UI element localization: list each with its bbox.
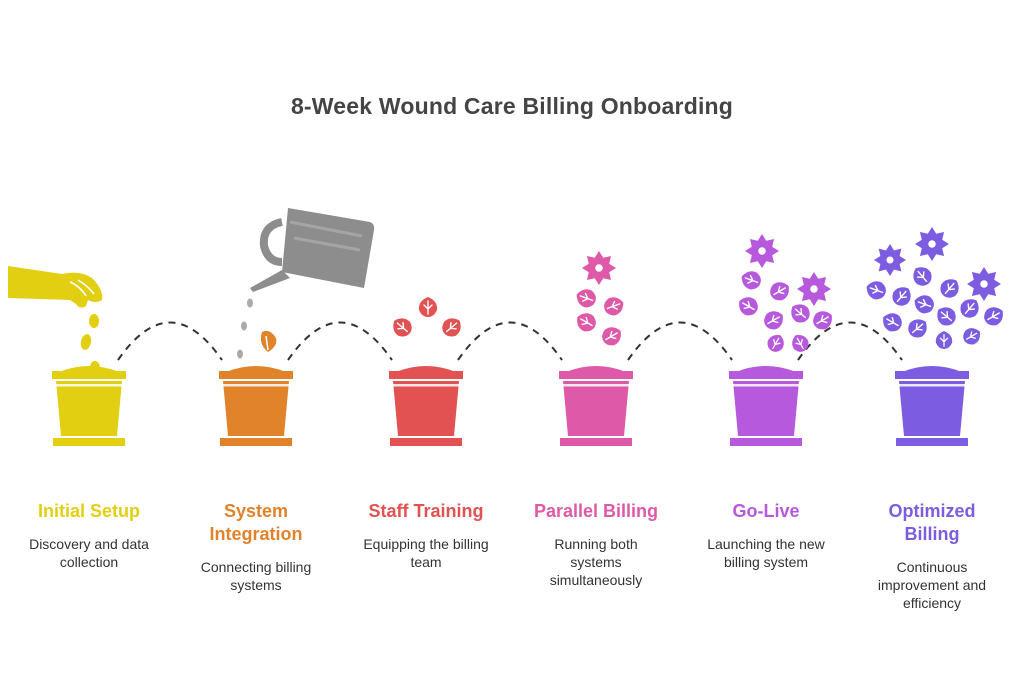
- stage-description: Connecting billing systems: [200, 559, 312, 593]
- stage-description: Running both systems simultaneously: [549, 536, 643, 588]
- connector-arcs: [117, 321, 903, 361]
- leaf: [602, 327, 621, 346]
- budding-plant-icon: [576, 251, 624, 346]
- leaf: [960, 299, 979, 318]
- flower: [582, 251, 616, 285]
- watering-can-icon: [250, 208, 375, 292]
- pots-group: [52, 366, 969, 446]
- leaf: [940, 279, 959, 298]
- leaf: [739, 297, 758, 316]
- leaf: [813, 311, 832, 330]
- pot-5: [729, 366, 803, 446]
- sprout-icon: [260, 330, 277, 352]
- leaf: [937, 307, 956, 326]
- leaf: [764, 311, 783, 330]
- flower: [967, 267, 1001, 301]
- stage-title: Optimized Billing: [888, 501, 976, 544]
- pot-2: [219, 366, 293, 446]
- stage-title: Parallel Billing: [533, 501, 659, 521]
- leaf: [442, 318, 461, 337]
- leaf: [913, 267, 932, 286]
- flower: [874, 244, 906, 276]
- stage-description: Launching the new billing system: [707, 536, 825, 570]
- leaf: [770, 282, 789, 301]
- leaf: [908, 319, 927, 338]
- connector-arc-1: [117, 321, 223, 361]
- leaf: [577, 313, 596, 332]
- leaf: [963, 328, 981, 345]
- stage-title: Initial Setup: [37, 501, 140, 521]
- flower: [745, 234, 779, 268]
- leaf: [741, 271, 761, 290]
- stage-description: Continuous improvement and efficiency: [877, 559, 987, 611]
- leaf: [767, 334, 784, 352]
- leaf: [984, 307, 1003, 326]
- pot-4: [559, 366, 633, 446]
- leaf: [576, 289, 596, 308]
- leaf: [914, 295, 934, 314]
- water-drops: [237, 298, 253, 359]
- full-bloom-plant-icon: [866, 227, 1003, 349]
- page-title: 8-Week Wound Care Billing Onboarding: [290, 93, 734, 119]
- leaf: [792, 334, 809, 352]
- connector-arc-4: [627, 321, 733, 361]
- hand-planting-seeds-icon: [8, 266, 103, 373]
- leaf: [883, 313, 902, 332]
- stage-description: Equipping the billing team: [363, 536, 489, 570]
- leaf: [418, 297, 438, 317]
- stage-title: System Integration: [209, 501, 303, 544]
- stage-title: Go-Live: [732, 501, 800, 521]
- pot-1: [52, 366, 126, 446]
- stage-description: Discovery and data collection: [29, 536, 149, 570]
- leaf: [393, 318, 412, 337]
- connector-arc-2: [287, 321, 393, 361]
- connector-arc-5: [797, 321, 903, 361]
- pot-3: [389, 366, 463, 446]
- leaf: [866, 281, 886, 300]
- connector-arc-3: [457, 321, 563, 361]
- flower: [797, 272, 831, 306]
- flower: [915, 227, 949, 261]
- flowering-plant-icon: [739, 234, 832, 352]
- seedling-leaves-icon: [393, 297, 461, 337]
- leaf: [791, 304, 810, 323]
- leaf: [604, 297, 624, 316]
- plants-group: [393, 227, 1003, 352]
- leaf: [935, 331, 953, 349]
- pot-6: [895, 366, 969, 446]
- leaf: [892, 287, 911, 306]
- stage-title: Staff Training: [368, 501, 484, 521]
